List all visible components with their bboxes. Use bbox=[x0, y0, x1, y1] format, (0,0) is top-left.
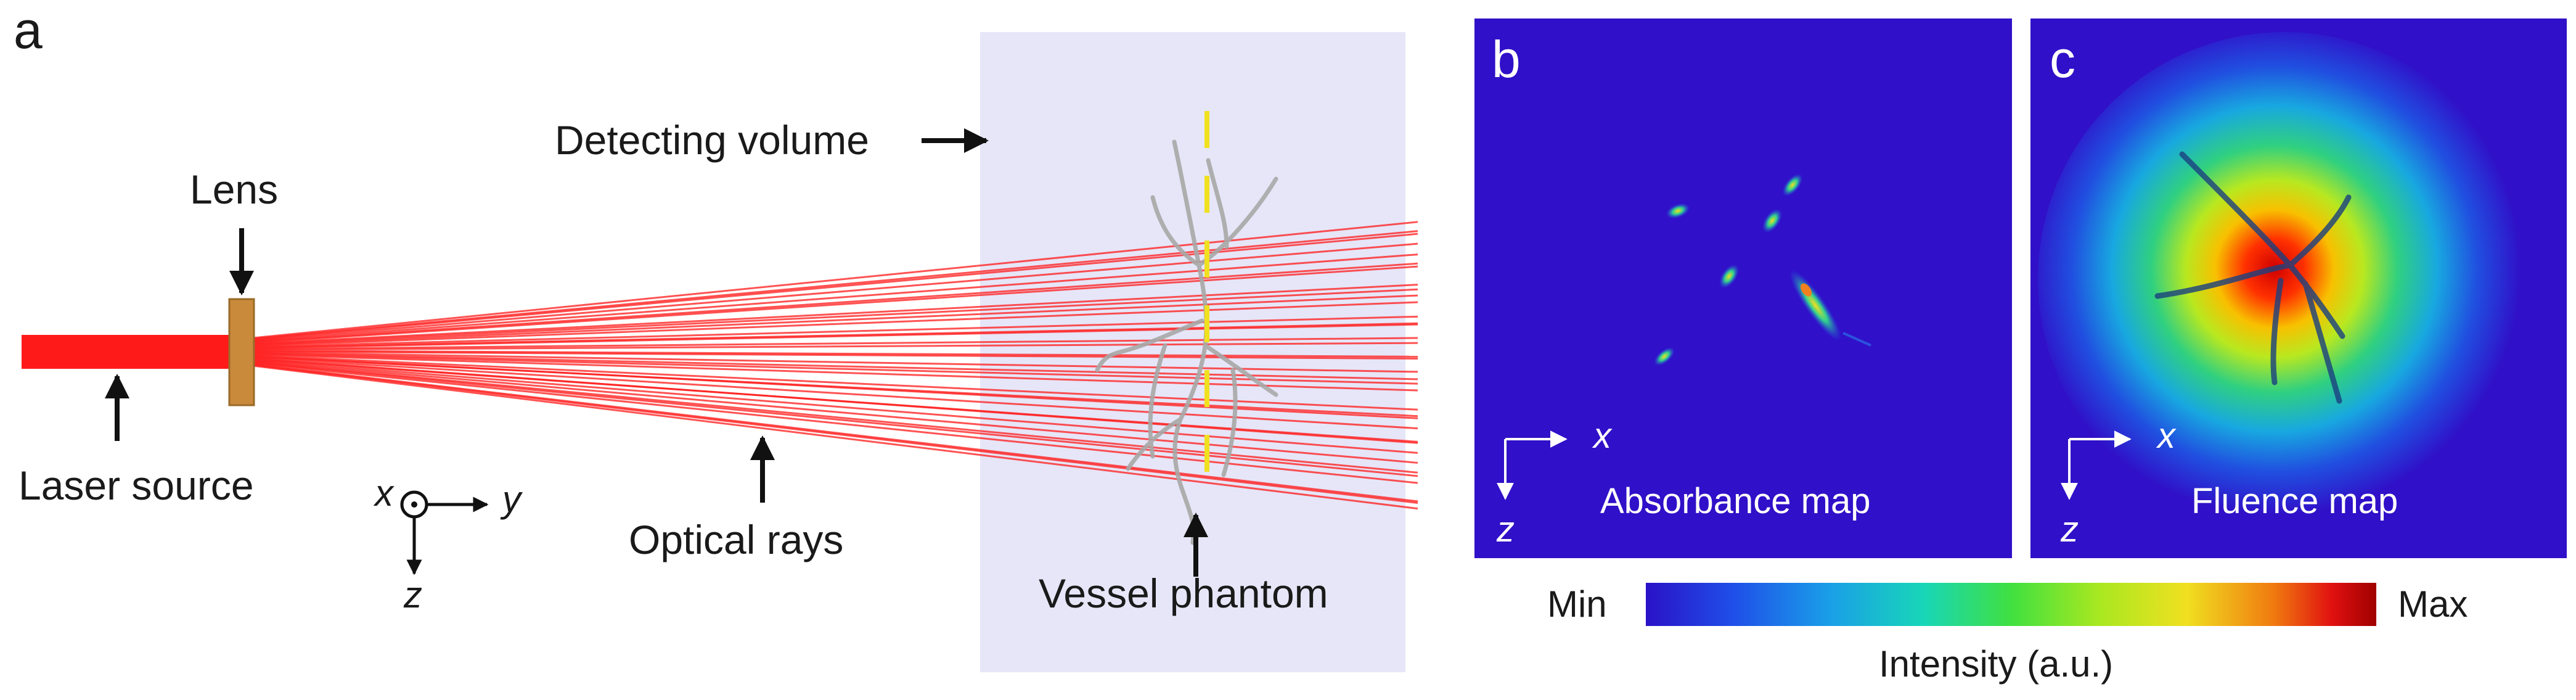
optical-ray bbox=[252, 356, 1418, 418]
panel-b-letter: b bbox=[1492, 30, 1521, 88]
optical-ray bbox=[252, 351, 1418, 373]
panel-c-axis-z: z bbox=[2060, 509, 2079, 550]
colorbar-max-label: Max bbox=[2398, 583, 2468, 625]
axis-y-label: y bbox=[500, 479, 523, 520]
axis-z-label: z bbox=[403, 574, 422, 616]
optical-ray bbox=[252, 359, 1418, 454]
optical-ray bbox=[252, 361, 1418, 477]
colorbar-gradient bbox=[1646, 583, 2376, 626]
axis-x-label: x bbox=[373, 472, 395, 514]
optical-rays bbox=[252, 221, 1418, 510]
optical-ray bbox=[252, 221, 1418, 339]
optical-ray bbox=[252, 364, 1418, 504]
optical-ray bbox=[252, 337, 1418, 350]
vessel-phantom-label: Vessel phantom bbox=[1039, 570, 1328, 616]
laser-source-label: Laser source bbox=[18, 463, 254, 508]
optical-ray bbox=[252, 364, 1418, 510]
panel-a: a Detecting volume Lens bbox=[14, 1, 1418, 672]
optical-ray bbox=[252, 253, 1418, 342]
lens-label: Lens bbox=[190, 167, 278, 212]
optical-ray bbox=[252, 323, 1418, 350]
optical-ray bbox=[252, 301, 1418, 347]
optical-ray bbox=[252, 284, 1418, 345]
panel-a-letter: a bbox=[14, 1, 43, 59]
optical-ray bbox=[252, 358, 1418, 443]
optical-ray bbox=[252, 353, 1418, 392]
absorbance-spots bbox=[1654, 173, 1871, 366]
panel-b-axes: x z bbox=[1496, 416, 1613, 550]
optical-ray bbox=[252, 315, 1418, 348]
panel-b: b x z Absorbance map bbox=[1474, 19, 2012, 558]
panel-c-axes: x z bbox=[2060, 416, 2177, 550]
panel-c: c x z Fluence map bbox=[2030, 19, 2567, 558]
colorbar-min-label: Min bbox=[1547, 583, 1607, 625]
optical-ray bbox=[252, 262, 1418, 343]
panel-b-axis-x: x bbox=[1592, 416, 1613, 456]
optical-ray bbox=[252, 265, 1418, 344]
fluence-caption: Fluence map bbox=[2191, 481, 2398, 521]
optical-ray bbox=[252, 354, 1418, 411]
panel-b-axis-z: z bbox=[1496, 509, 1515, 550]
optical-ray bbox=[252, 242, 1418, 342]
fluence-vessel-shadows bbox=[2154, 151, 2352, 404]
optical-ray bbox=[252, 361, 1418, 474]
optical-ray bbox=[252, 352, 1418, 381]
optical-ray bbox=[252, 362, 1418, 484]
optical-ray bbox=[252, 233, 1418, 341]
absorbance-map bbox=[1474, 19, 2012, 558]
optical-ray bbox=[252, 294, 1418, 347]
optical-ray bbox=[252, 356, 1418, 430]
panel-c-letter: c bbox=[2050, 30, 2075, 88]
fluence-glow bbox=[2038, 32, 2531, 525]
coordinate-axes: x y z bbox=[373, 472, 523, 616]
optical-ray bbox=[252, 230, 1418, 340]
optical-ray bbox=[252, 288, 1418, 345]
optical-ray bbox=[252, 353, 1418, 385]
lens bbox=[228, 298, 255, 406]
colorbar: Min Max Intensity (a.u.) bbox=[1547, 583, 2468, 685]
optical-rays-label: Optical rays bbox=[629, 517, 843, 562]
optical-ray bbox=[252, 360, 1418, 464]
absorbance-caption: Absorbance map bbox=[1600, 481, 1870, 521]
colorbar-title: Intensity (a.u.) bbox=[1879, 643, 2113, 685]
panel-c-axis-x: x bbox=[2156, 416, 2177, 456]
detecting-volume-label: Detecting volume bbox=[555, 117, 869, 163]
detecting-volume-box bbox=[980, 32, 1405, 672]
laser-beam bbox=[22, 335, 231, 369]
optical-ray bbox=[252, 342, 1418, 351]
